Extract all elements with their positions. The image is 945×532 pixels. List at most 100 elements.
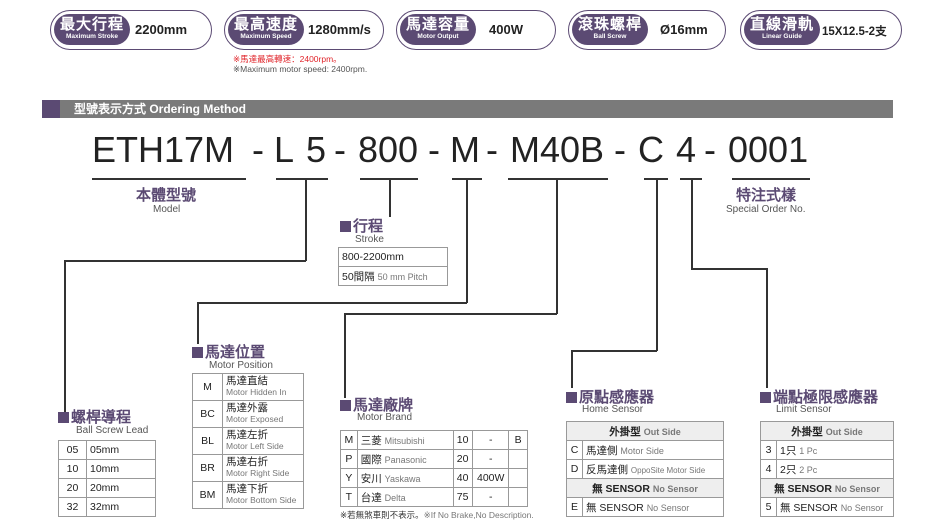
brand-code: M: [340, 430, 358, 450]
special-title: 特注式樣: [736, 187, 797, 204]
lead-value: 05mm: [86, 440, 156, 460]
stroke-subtitle: Stroke: [355, 234, 384, 245]
table-row: 無 SENSOR No Sensor: [566, 478, 724, 498]
stroke-range: 800-2200mm: [338, 247, 448, 267]
brand-brake: [508, 487, 528, 507]
home-head: 外掛型 Out Side: [566, 421, 724, 441]
home-subtitle: Home Sensor: [582, 404, 644, 415]
underline-lead: [276, 178, 328, 180]
lead-value: 32mm: [86, 497, 156, 517]
code-dash: -: [334, 129, 346, 170]
code-dash: -: [428, 129, 440, 170]
underline-special: [732, 178, 810, 180]
lead-value: 20mm: [86, 478, 156, 498]
lead-code: 32: [58, 497, 87, 517]
table-row: 外掛型 Out Side: [566, 421, 724, 441]
connector-limit: [766, 268, 768, 388]
underline-stroke: [360, 178, 418, 180]
brand-watt-code: 75: [452, 487, 474, 507]
code-stroke: 800: [358, 129, 419, 170]
connector-home: [571, 350, 573, 388]
brand-brake: B: [508, 430, 528, 450]
banner-marker: [42, 100, 60, 118]
home-code: D: [566, 459, 583, 479]
spec-value: 1280mm/s: [308, 22, 371, 37]
brand-subtitle: Motor Brand: [357, 412, 413, 423]
lead-code: 20: [58, 478, 87, 498]
connector-brand: [344, 313, 557, 315]
connector-brand: [344, 313, 346, 398]
brand-watt: -: [472, 487, 510, 507]
home-code: E: [566, 497, 583, 517]
brand-watt: -: [472, 449, 510, 469]
underline-position: [452, 178, 482, 180]
position-title: 馬達位置: [192, 341, 265, 362]
limit-desc: 無 SENSOR No Sensor: [776, 497, 894, 517]
underline-brand: [508, 178, 608, 180]
limit-title: 端點極限感應器: [760, 386, 878, 407]
brake-footnote: ※若無煞車則不表示。※If No Brake,No Description.: [340, 510, 534, 520]
connector-home: [656, 179, 658, 351]
spec-value: Ø16mm: [660, 22, 708, 37]
code-dash: -: [614, 129, 626, 170]
connector-limit: [691, 268, 767, 270]
connector-limit: [691, 179, 693, 269]
square-marker-icon: [340, 221, 351, 232]
brand-watt-code: 20: [452, 449, 474, 469]
square-marker-icon: [58, 412, 69, 423]
home-none-head: 無 SENSOR No Sensor: [566, 478, 724, 498]
square-marker-icon: [566, 392, 577, 403]
code-limit: 4: [676, 129, 697, 170]
special-subtitle: Special Order No.: [726, 204, 806, 215]
position-code: M: [192, 373, 223, 401]
table-row: 無 SENSOR No Sensor: [760, 478, 894, 498]
code-brand: M40B: [510, 129, 605, 170]
brand-brake: [508, 449, 528, 469]
spec-value: 400W: [489, 22, 523, 37]
brand-watt: -: [472, 430, 510, 450]
underline-home: [644, 178, 668, 180]
table-row: 800-2200mm: [338, 247, 448, 267]
position-subtitle: Motor Position: [209, 360, 273, 371]
square-marker-icon: [192, 347, 203, 358]
code-position: M: [450, 129, 480, 170]
connector-lead: [64, 260, 306, 262]
position-code: BR: [192, 454, 223, 482]
square-marker-icon: [760, 392, 771, 403]
square-marker-icon: [340, 400, 351, 411]
code-model: ETH17M: [92, 129, 235, 170]
limit-code: 4: [760, 459, 777, 479]
brand-name: 三菱 Mitsubishi: [356, 430, 454, 450]
stroke-title: 行程: [340, 215, 383, 236]
lead-title: 螺桿導程: [58, 406, 131, 427]
brand-brake: [508, 468, 528, 488]
connector-home: [571, 350, 657, 352]
model-subtitle: Model: [153, 204, 181, 215]
spec-value: 2200mm: [135, 22, 188, 37]
lead-subtitle: Ball Screw Lead: [76, 425, 149, 436]
